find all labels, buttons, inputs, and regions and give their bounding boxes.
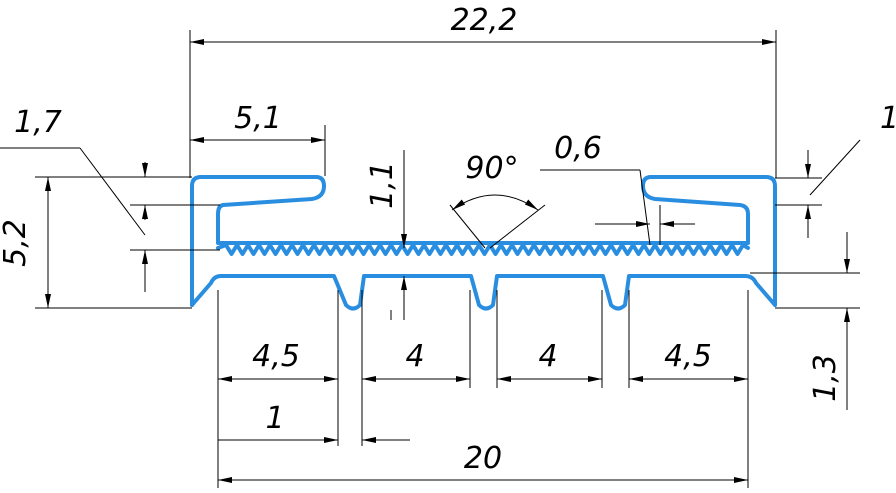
label-segment-mid-right: 4 — [538, 339, 557, 374]
dimension-lines — [45, 39, 861, 483]
profile-right-part — [378, 175, 777, 307]
dim-right-gap-leader — [809, 139, 861, 196]
label-inner-height: 1,1 — [365, 161, 400, 209]
label-bottom-height: 1,3 — [808, 354, 843, 402]
extension-lines — [0, 30, 860, 488]
dim-left-gap-leader — [79, 147, 146, 236]
label-segment-mid-left: 4 — [405, 339, 424, 374]
label-overall-width: 22,2 — [451, 3, 518, 38]
dim-angle-arc — [451, 194, 539, 211]
label-segment-outer-left: 4,5 — [252, 339, 300, 374]
profile-base — [190, 274, 777, 311]
label-left-gap: 1,7 — [14, 105, 62, 140]
profile-outline — [190, 175, 777, 311]
profile-left-part — [190, 175, 382, 307]
label-total-height: 5,2 — [0, 219, 33, 267]
label-groove-width: 1 — [265, 401, 284, 436]
label-lip-length: 5,1 — [234, 101, 282, 136]
label-base-width: 20 — [464, 441, 502, 476]
label-tooth-pitch: 0,6 — [554, 131, 602, 166]
label-segment-outer-right: 4,5 — [664, 339, 712, 374]
profile-serration — [216, 243, 750, 256]
dimension-labels: 22,2 5,1 1,7 5,2 1,1 90° 0,6 1, 1,3 4,5 … — [0, 3, 896, 476]
label-right-gap: 1, — [880, 101, 896, 136]
label-tooth-angle: 90° — [465, 151, 518, 186]
